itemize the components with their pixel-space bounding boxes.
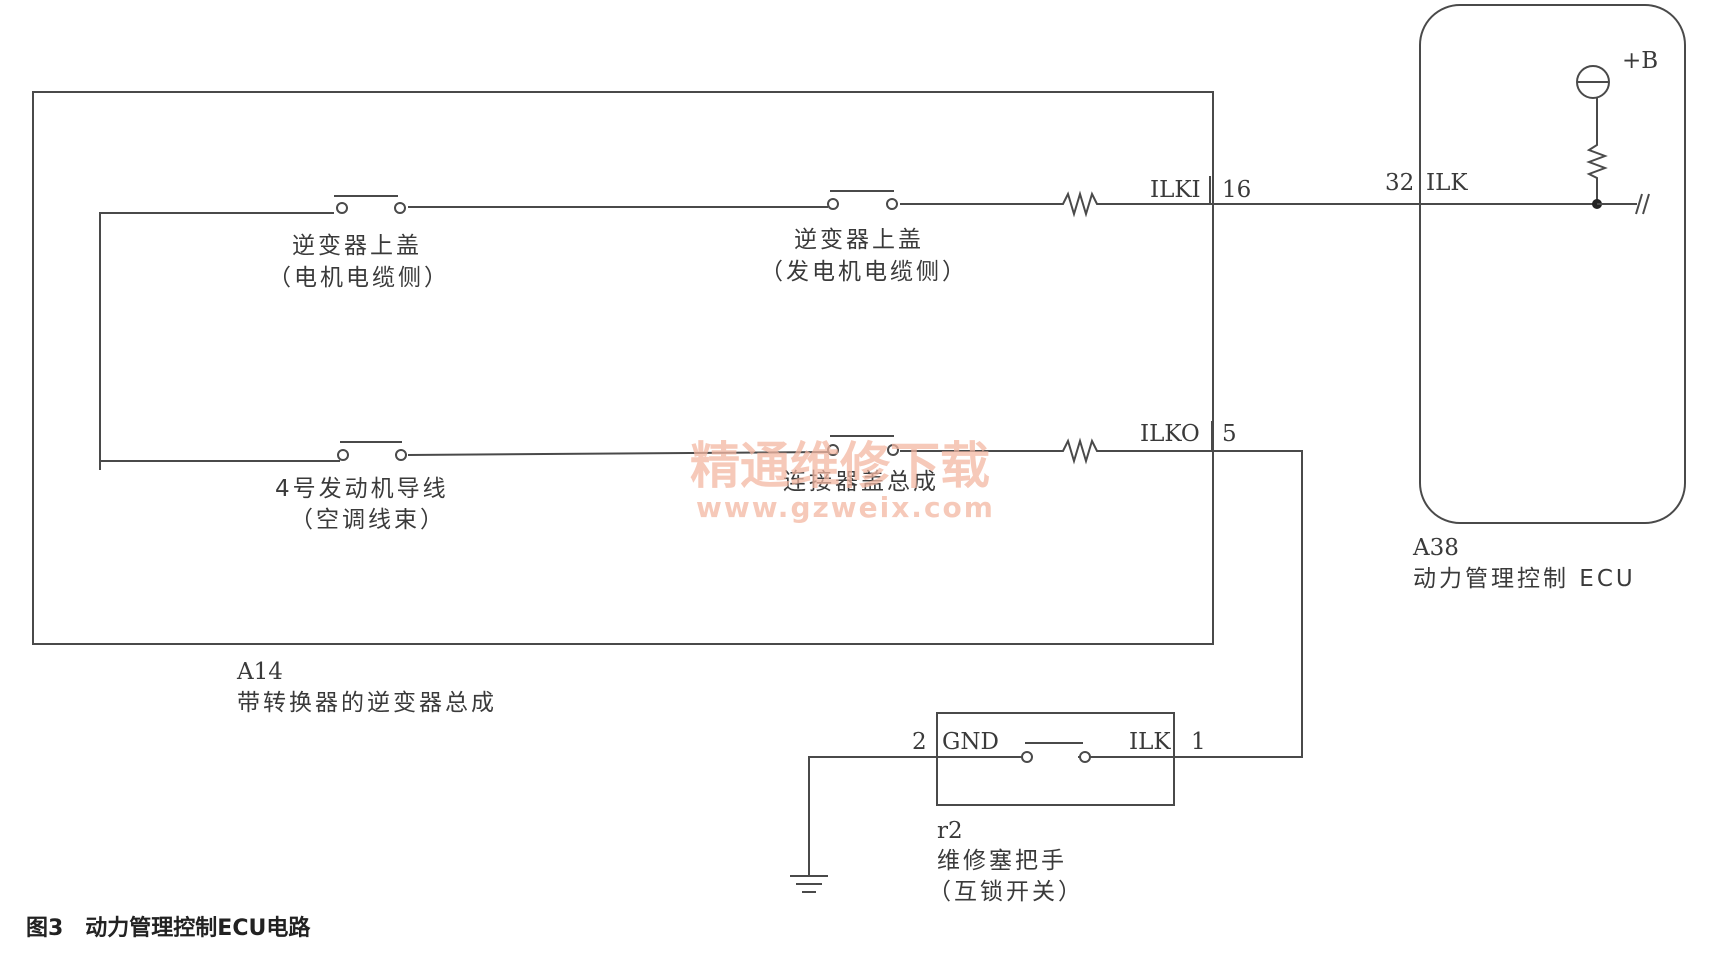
ecu-box (1419, 4, 1686, 524)
bottom-wire-mid (407, 451, 831, 456)
plug-ilk-name: ILK (1129, 729, 1171, 755)
ilko-to-service-plug-wire (1078, 450, 1303, 758)
watermark-url: www.gzweix.com (696, 491, 995, 524)
plug-gnd-name: GND (942, 729, 999, 755)
ecu-internal-continue-mark (1635, 193, 1650, 215)
ecu-pin-name: ILK (1426, 170, 1468, 196)
pin-ilki-number: 16 (1222, 177, 1251, 203)
interlock-switch (1021, 742, 1091, 763)
sw-bottom-right-label: 连接器盖总成 (783, 469, 939, 495)
inverter-name: 带转换器的逆变器总成 (237, 690, 497, 716)
pin-ilko-number: 5 (1222, 421, 1237, 447)
sw-top-left-label-1: 逆变器上盖 (292, 233, 422, 259)
battery-supply-symbol (1576, 65, 1610, 99)
pin-ilki-name: ILKI (1150, 177, 1201, 203)
ecu-supply-label: +B (1622, 48, 1658, 74)
ground-wire (808, 756, 937, 876)
plug-ilk-number: 1 (1191, 729, 1206, 755)
inverter-assembly-box (32, 91, 1214, 645)
plug-gnd-number: 2 (912, 729, 927, 755)
ecu-pullup-resistor (1586, 98, 1608, 204)
service-plug-box (936, 712, 1175, 806)
ecu-code: A38 (1412, 535, 1459, 561)
ground-icon (790, 875, 828, 893)
pin-ilko-name: ILKO (1140, 421, 1200, 447)
loop-left-wire (99, 212, 334, 470)
sw-top-left-label-2: （电机电缆侧） (268, 265, 450, 291)
sw-bottom-left-label-2: （空调线束） (290, 507, 446, 533)
resistor-ilko (1055, 437, 1110, 465)
sw-top-right-label-1: 逆变器上盖 (794, 227, 924, 253)
sw-top-right-label-2: （发电机电缆侧） (760, 259, 968, 285)
sw-bottom-left-label-1: 4号发动机导线 (275, 476, 449, 502)
ecu-name: 动力管理控制 ECU (1413, 566, 1636, 592)
plug-name: 维修塞把手 (937, 848, 1067, 874)
resistor-ilki (1055, 190, 1110, 218)
switch-inverter-cover-motor (334, 195, 406, 214)
switch-engine-wire-ac-harness (337, 441, 407, 461)
ecu-pin-number: 32 (1385, 170, 1414, 196)
watermark-text: 精通维修下载 (690, 437, 990, 495)
inverter-code: A14 (236, 659, 283, 685)
switch-inverter-cover-generator (827, 190, 898, 210)
plug-sub: （互锁开关） (928, 879, 1084, 905)
switch-connector-cover (827, 435, 899, 456)
plug-code: r2 (937, 818, 963, 844)
figure-caption: 图3 动力管理控制ECU电路 (26, 915, 311, 941)
